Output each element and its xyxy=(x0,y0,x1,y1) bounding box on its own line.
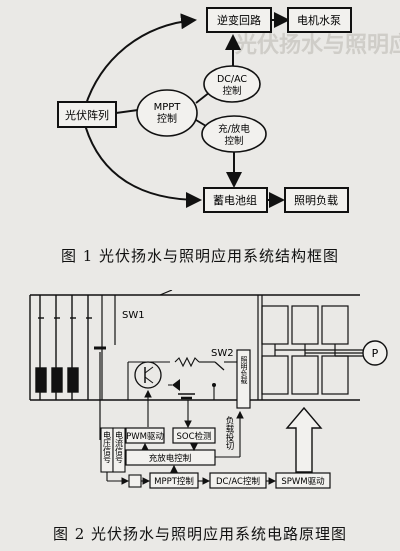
pump-label: 电机水泵 xyxy=(297,13,341,27)
small-block xyxy=(128,474,142,488)
charge-control-block: 充放电控制 xyxy=(125,449,216,466)
sw1-label: SW1 xyxy=(122,310,145,321)
lighting-load-label: 照明负载 xyxy=(240,356,248,385)
charge-ellipse: 充/放电控制 xyxy=(201,115,267,153)
spwm-block: SPWM驱动 xyxy=(275,472,331,489)
line-pv-to-mppt xyxy=(115,109,139,114)
soc-label: SOC检测 xyxy=(176,431,211,442)
figure1-caption: 图 1 光伏扬水与照明应用系统结构框图 xyxy=(60,247,340,265)
background-text: 光伏扬水与照明应用系统 xyxy=(234,32,400,58)
mppt-label-2: MPPT控制 xyxy=(154,476,194,487)
voltage-signal-block: 电压信号 xyxy=(100,427,114,473)
figure1-block-diagram: 光伏扬水与照明应用系统 光伏阵列 MPPT控制 逆变回路 DC/AC控制 充/放… xyxy=(57,7,400,213)
dcac-label-2: DC/AC控制 xyxy=(216,476,260,487)
inverter-label: 逆变回路 xyxy=(217,13,261,27)
battery-block: 蓄电池组 xyxy=(203,187,268,213)
mppt-block: MPPT控制 xyxy=(149,472,199,489)
charge-control-label: 充放电控制 xyxy=(149,453,192,464)
lighting-block: 照明负载 xyxy=(284,187,349,213)
diode xyxy=(172,379,180,391)
line-mppt-to-charge xyxy=(195,119,207,127)
load-switch-label: 负载投切 xyxy=(224,415,234,451)
soc-block: SOC检测 xyxy=(172,427,216,444)
dcac-block: DC/AC控制 xyxy=(209,472,267,489)
lighting-load-box xyxy=(236,349,251,409)
pv-array-block: 光伏阵列 xyxy=(57,101,117,128)
pump-block: 电机水泵 xyxy=(287,7,352,33)
lighting-label: 照明负载 xyxy=(294,193,338,207)
spwm-feed-arrow xyxy=(285,406,323,473)
sw2-switch xyxy=(214,361,225,371)
charge-transistor xyxy=(134,361,162,389)
pv-array-label: 光伏阵列 xyxy=(65,108,109,122)
inverter-block: 逆变回路 xyxy=(206,7,272,33)
battery-label: 蓄电池组 xyxy=(213,193,257,207)
charge-label: 充/放电控制 xyxy=(218,123,250,147)
sw1-switch xyxy=(159,290,173,296)
pwm-label: PWM驱动 xyxy=(126,431,164,442)
voltage-signal-label: 电压信号 xyxy=(103,430,112,464)
figure2-caption: 图 2 光伏扬水与照明应用系统电路原理图 xyxy=(52,525,348,543)
pv-panels xyxy=(29,294,102,401)
line-pv-to-battery xyxy=(84,124,202,208)
inverter-bridge xyxy=(257,295,365,400)
current-signal-block: 电流信号 xyxy=(112,427,126,473)
figure2-circuit-diagram: SW1 SW2 照明负载 负载投切 P xyxy=(29,290,388,489)
pwm-block: PWM驱动 xyxy=(125,427,165,444)
line-pv-to-inverter xyxy=(84,13,197,108)
pump-motor: P xyxy=(362,340,388,366)
pump-symbol: P xyxy=(372,347,379,360)
spwm-label: SPWM驱动 xyxy=(281,476,325,487)
current-signal-label: 电流信号 xyxy=(115,430,124,464)
resistor xyxy=(174,356,200,368)
sw2-label: SW2 xyxy=(211,348,234,359)
